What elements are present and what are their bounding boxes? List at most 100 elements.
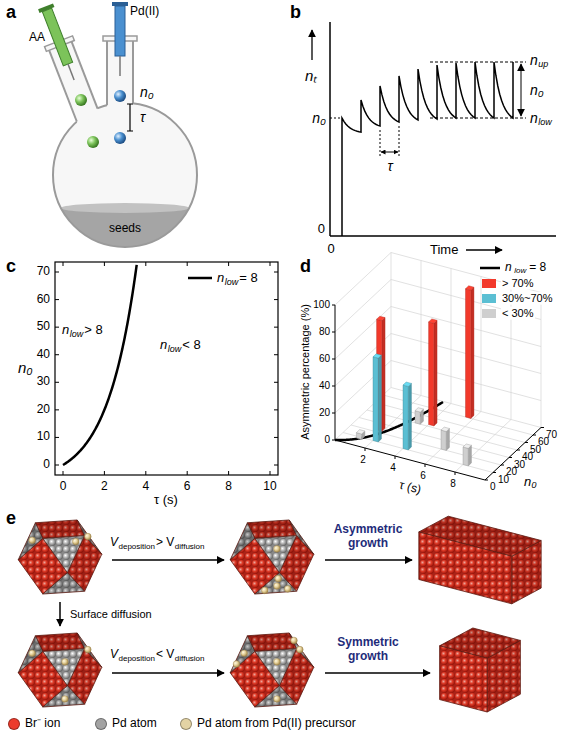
syringe-barrel — [42, 8, 72, 66]
precursor-atom — [29, 650, 36, 657]
legend-label: = 8 — [239, 271, 257, 286]
axis-tick: 10 — [263, 480, 276, 494]
panel-letter: e — [6, 508, 16, 529]
seeds-surface — [61, 203, 189, 213]
tick-mark — [332, 332, 335, 333]
tick-mark — [228, 471, 229, 475]
tick-mark — [63, 262, 64, 266]
bar-top — [403, 382, 411, 386]
axis-title: nₜ — [305, 67, 317, 84]
rate-subscript: deposition — [119, 542, 155, 551]
legend-label: 30%~70% — [501, 292, 553, 305]
level-label: n — [530, 110, 538, 126]
process-arrow — [325, 559, 412, 561]
region-subscript: low — [168, 344, 182, 354]
grid-line — [375, 403, 525, 443]
axis-tick: 60 — [319, 353, 330, 365]
facet-shade — [18, 523, 43, 560]
legend-swatch — [482, 309, 496, 318]
facet-shade — [230, 523, 255, 560]
axis-tick: 8 — [225, 480, 232, 494]
tick-mark — [145, 471, 146, 475]
precursor-atom — [274, 659, 281, 666]
process-label: Asymmetric growth — [326, 523, 410, 551]
bromide-facet — [419, 532, 512, 604]
axis-origin: 0 — [318, 222, 325, 237]
panel-d-plot — [332, 253, 544, 481]
palladium-facet — [255, 573, 297, 594]
legend-dot — [95, 718, 107, 730]
syringe-plunger — [112, 2, 128, 6]
panel-letter: d — [300, 256, 311, 277]
legend-line-sample — [188, 277, 212, 280]
tick-mark — [455, 472, 456, 475]
tick-mark — [274, 272, 278, 273]
axis-tick: 6 — [184, 480, 191, 494]
rate-subscript: diffusion — [175, 654, 205, 663]
facet-shade — [35, 633, 84, 651]
interval-arrow — [381, 152, 398, 153]
bar-front — [441, 430, 446, 450]
facet-shade — [255, 573, 297, 594]
syringe-plunger — [38, 3, 54, 13]
axis-tick: 4 — [390, 462, 396, 474]
palladium-facet — [230, 636, 255, 673]
panel-letter: c — [6, 256, 16, 277]
bar-front — [403, 385, 408, 450]
neck-wall — [132, 40, 134, 103]
reagent-label: Pd(II) — [130, 5, 159, 19]
syringe-needle — [68, 64, 74, 80]
axis-tick: 40 — [319, 380, 330, 392]
tick-mark — [187, 471, 188, 475]
axis-tick: 0 — [60, 480, 67, 494]
level-label: n₀ — [530, 82, 544, 98]
axis-tick: 80 — [319, 326, 330, 338]
bromide-facet — [247, 520, 296, 538]
axis-tick: 20 — [319, 407, 330, 419]
bar-top — [463, 444, 471, 448]
legend-label: Pd atom — [112, 717, 157, 731]
bar-front — [463, 447, 468, 466]
grid-line — [335, 253, 391, 306]
aa-drop — [75, 94, 87, 106]
tick-mark — [332, 413, 335, 414]
tick-mark — [55, 437, 59, 438]
axis-tick: 0 — [324, 434, 330, 446]
tick-mark — [274, 299, 278, 300]
panel-c-plot — [55, 262, 278, 475]
flask-body — [53, 103, 197, 247]
facet-shade — [255, 686, 297, 707]
plot-frame — [55, 262, 278, 475]
facet-shade — [43, 649, 85, 686]
axis-tick: 50 — [37, 320, 50, 334]
tick-mark — [274, 437, 278, 438]
precursor-atom — [85, 646, 92, 653]
tick-mark — [274, 354, 278, 355]
facet-shade — [18, 636, 43, 673]
panel-letter: b — [290, 2, 301, 23]
reagent-label: AA — [29, 31, 45, 45]
axis-tick: 60 — [37, 293, 50, 307]
process-arrow — [59, 602, 61, 626]
pd-syringe — [112, 2, 128, 76]
interval-label: τ — [387, 158, 392, 174]
grid-line — [485, 428, 541, 481]
axis-tick: 70 — [37, 265, 50, 279]
nanocrystal — [419, 516, 541, 604]
tick-mark — [365, 448, 366, 451]
legend-dot — [8, 718, 20, 730]
panel-b-plot — [312, 22, 556, 250]
neck-wall — [71, 41, 97, 109]
axis-arrow — [466, 249, 502, 250]
neck-wall — [106, 40, 108, 105]
panel-e-crystals — [18, 516, 541, 712]
palladium-facet — [255, 649, 297, 686]
tick-mark — [274, 465, 278, 466]
axis-line — [335, 305, 336, 440]
tick-mark — [145, 262, 146, 266]
boundary-curve — [63, 265, 137, 465]
legend-subscript: low — [225, 277, 239, 287]
boundary-curve — [335, 402, 443, 440]
palladium-facet — [43, 649, 85, 686]
